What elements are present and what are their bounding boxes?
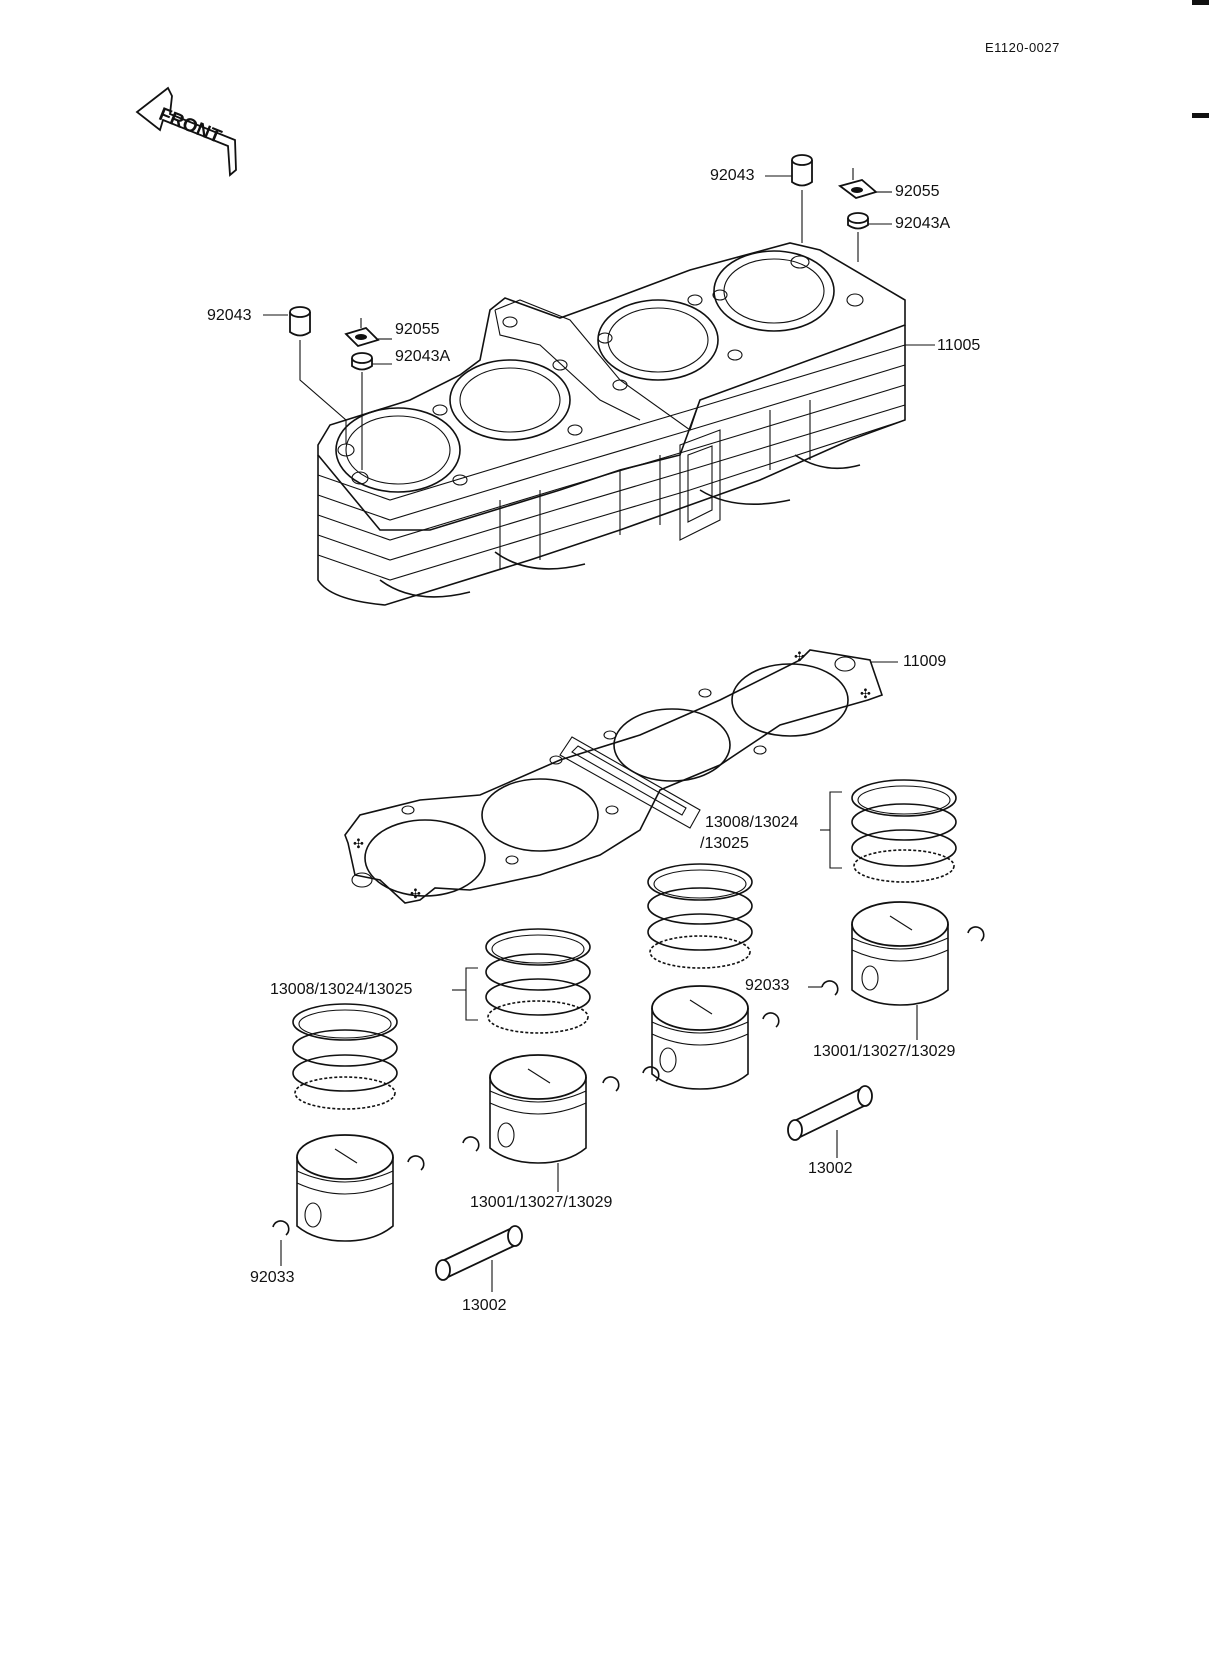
diagram-code: E1120-0027: [985, 40, 1060, 55]
label-rings-right: 13008/13024: [705, 814, 799, 831]
label-rings-left: 13008/13024/13025: [270, 981, 413, 998]
cylinder-block: [317, 242, 906, 606]
label-dowel-right: 92043: [710, 167, 755, 184]
margin-mark: [1192, 113, 1209, 118]
label-pin-left: 13002: [462, 1297, 507, 1314]
piston-pin-icon: [435, 1085, 873, 1281]
label-seal-right: 92055: [895, 183, 940, 200]
svg-text:✣: ✣: [860, 687, 871, 702]
head-gasket: ✣ ✣ ✣ ✣: [344, 649, 884, 904]
svg-text:✣: ✣: [353, 837, 364, 852]
leader-lines-lower: [280, 986, 918, 1292]
piston-icon: [296, 901, 949, 1242]
label-piston-right: 13001/13027/13029: [813, 1043, 956, 1060]
circlip-icon: [272, 926, 985, 1236]
label-rings-right-2: /13025: [700, 835, 749, 852]
label-cylinder-block: 11005: [937, 337, 981, 354]
dowel-pin-right-icon: [791, 154, 813, 187]
label-head-gasket: 11009: [903, 653, 947, 670]
label-dowel-left: 92043: [207, 307, 252, 324]
label-circlip-right: 92033: [745, 977, 790, 994]
leader-lines-top: [263, 168, 935, 470]
piston-ring-set-icon: [292, 779, 957, 1110]
dowel-pin-left-icon: [289, 306, 311, 337]
seal-left-icon: [344, 326, 380, 348]
svg-text:✣: ✣: [410, 887, 421, 902]
collar-left-icon: [351, 352, 373, 371]
collar-right-icon: [847, 212, 869, 230]
svg-text:✣: ✣: [794, 650, 805, 665]
label-circlip-left: 92033: [250, 1269, 295, 1286]
leader-lines-rings: [452, 791, 842, 1021]
margin-mark-top: [1192, 0, 1209, 5]
seal-right-icon: [837, 179, 878, 199]
label-collar-right: 92043A: [895, 215, 951, 232]
label-piston-left: 13001/13027/13029: [470, 1194, 613, 1211]
front-arrow-icon: FRONT: [135, 86, 237, 177]
label-seal-left: 92055: [395, 321, 440, 338]
front-arrow-label: FRONT: [156, 104, 225, 148]
label-collar-left: 92043A: [395, 348, 451, 365]
label-pin-right: 13002: [808, 1160, 853, 1177]
